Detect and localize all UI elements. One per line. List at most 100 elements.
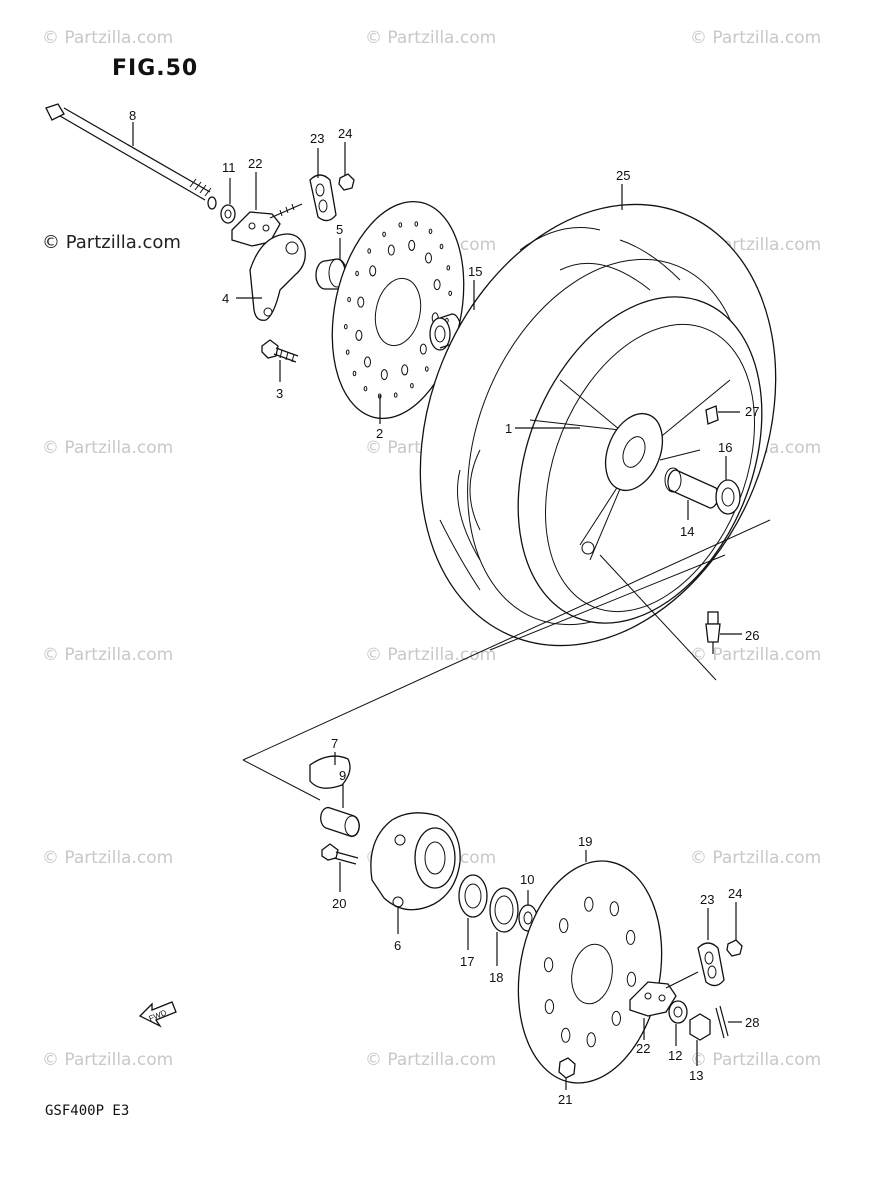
callout-28: 28 [745, 1015, 759, 1030]
sprocket-part [517, 860, 663, 1084]
disc-hole [424, 366, 429, 372]
cotter-pin-part [715, 1005, 729, 1039]
sprocket-spacer-part [320, 806, 360, 838]
watermark: © Partzilla.com [690, 28, 822, 48]
sprocket-hole [586, 1032, 596, 1048]
disc-hole [419, 343, 427, 355]
sprocket-hole [609, 901, 619, 917]
disc-hole [408, 239, 416, 251]
callout-numbers: 8 11 22 23 24 5 4 3 2 15 25 1 27 16 14 2… [129, 108, 759, 1107]
callout-22: 22 [248, 156, 262, 171]
disc-hole [345, 349, 350, 355]
valve-part [705, 611, 721, 654]
disc-hole [433, 279, 441, 291]
callout-5: 5 [336, 222, 343, 237]
callout-17: 17 [460, 954, 474, 969]
axle-nut-part [689, 1013, 711, 1041]
callout-6: 6 [394, 938, 401, 953]
watermark: © Partzilla.com [42, 438, 174, 458]
callout-25: 25 [616, 168, 630, 183]
assembly-outline [242, 519, 771, 801]
callout-10: 10 [520, 872, 534, 887]
sprocket-hole [626, 971, 637, 987]
watermark: © Partzilla.com [42, 28, 174, 48]
hub-damper-part [309, 755, 351, 789]
disc-hole [357, 296, 365, 308]
watermark: © Partzilla.com [690, 645, 822, 665]
disc-hole [355, 270, 359, 277]
hub-bearing-part [458, 874, 488, 918]
callout-4: 4 [222, 291, 229, 306]
oil-seal-part [489, 887, 519, 933]
sprocket-drum-part [370, 812, 461, 911]
disc-hole [387, 244, 395, 256]
disc-hole [401, 364, 409, 376]
watermark: © Partzilla.com [42, 645, 174, 665]
adjuster-plate-part [309, 174, 337, 222]
washer-part [220, 204, 236, 224]
watermark: © Partzilla.com [365, 28, 497, 48]
sprocket-hole [561, 1027, 571, 1043]
figure-title: FIG.50 [112, 56, 199, 81]
callout-21: 21 [558, 1092, 572, 1107]
disc-hole [347, 296, 351, 303]
nut-part [338, 173, 355, 191]
callout-15: 15 [468, 264, 482, 279]
caliper-bracket-part [249, 233, 306, 321]
watermark: © Partzilla.com [690, 1050, 822, 1070]
callout-12: 12 [668, 1048, 682, 1063]
damper-part [705, 405, 719, 425]
disc-hole [355, 329, 363, 341]
callout-22-lower: 22 [636, 1041, 650, 1056]
callout-27: 27 [745, 404, 759, 419]
sprocket-hole [584, 896, 594, 912]
callout-19: 19 [578, 834, 592, 849]
callout-7: 7 [331, 736, 338, 751]
sprocket-hole [544, 999, 555, 1015]
axle-part [45, 103, 217, 210]
disc-hole [428, 228, 433, 235]
chain-adjuster-part [231, 203, 303, 247]
callout-11: 11 [222, 160, 236, 175]
callout-18: 18 [489, 970, 503, 985]
sprocket-nut-part [558, 1057, 576, 1079]
disc-hole [446, 265, 451, 271]
callout-2: 2 [376, 426, 383, 441]
callout-9: 9 [339, 768, 346, 783]
callout-24: 24 [338, 126, 352, 141]
collar-part [429, 313, 462, 351]
disc-hole [393, 392, 398, 398]
watermark: © Partzilla.com [42, 848, 174, 868]
callout-13: 13 [689, 1068, 703, 1083]
callout-26: 26 [745, 628, 759, 643]
sprocket-hole [559, 918, 569, 934]
disc-hole [382, 231, 386, 238]
wheel-rim-part [517, 296, 763, 624]
disc-hole [364, 356, 371, 368]
sprocket-hole [611, 1010, 621, 1026]
disc-hole [439, 243, 444, 250]
disc-hole [380, 369, 388, 381]
callout-14: 14 [680, 524, 694, 539]
hub-bolt-part [321, 843, 359, 865]
callout-16: 16 [718, 440, 732, 455]
watermark: © Partzilla.com [42, 1050, 174, 1070]
disc-hole [414, 221, 419, 227]
leader-lines [132, 122, 742, 1090]
callout-23-lower: 23 [700, 892, 714, 907]
disc-hole [367, 248, 372, 254]
callout-20: 20 [332, 896, 346, 911]
disc-hole [363, 386, 368, 392]
callout-8: 8 [129, 108, 136, 123]
callout-23: 23 [310, 131, 324, 146]
adjuster-plate-part [697, 942, 725, 987]
bolt-part [261, 339, 299, 363]
watermark: © Partzilla.com [690, 848, 822, 868]
callout-1: 1 [505, 421, 512, 436]
disc-hole [352, 370, 357, 377]
sprocket-hole [625, 929, 636, 945]
brand-label: © Partzilla.com [42, 232, 181, 253]
callout-24-lower: 24 [728, 886, 742, 901]
disc-hole [369, 265, 377, 277]
